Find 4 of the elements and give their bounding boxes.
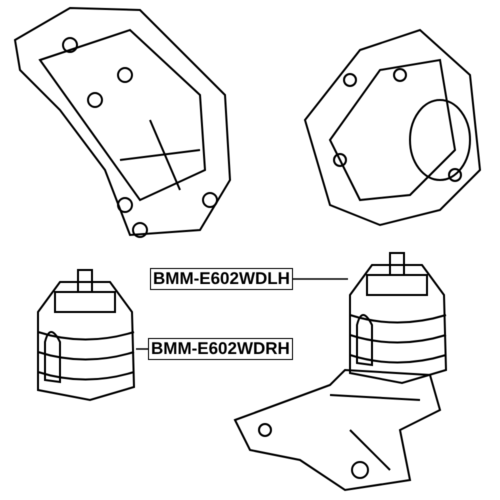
part-number: BMM-E602WDRH [148, 338, 293, 360]
leader-line [136, 348, 148, 350]
part-number: BMM-E602WDLH [150, 268, 293, 290]
leader-line [292, 278, 348, 280]
